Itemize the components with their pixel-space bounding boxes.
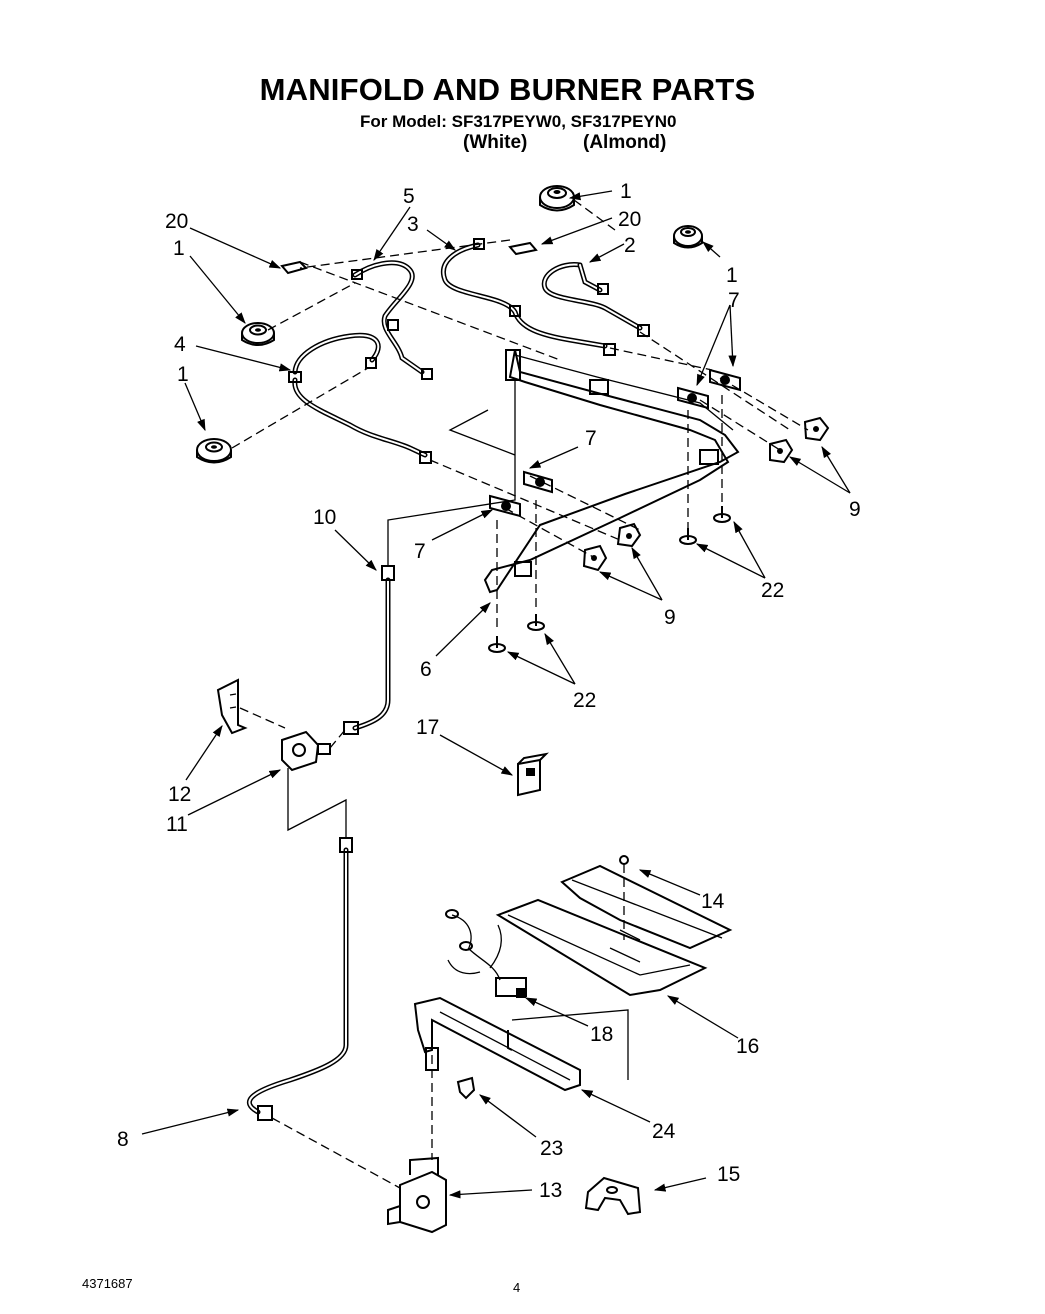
pressure-regulator-11 — [281, 730, 331, 772]
callout-1: 1 — [173, 237, 185, 260]
surface-burner-rear-center — [539, 185, 575, 212]
oven-burner-shield-16 — [495, 898, 708, 997]
surface-burner-left-rear — [241, 322, 275, 346]
bracket-clip-23 — [456, 1076, 476, 1100]
callout-14: 14 — [701, 890, 725, 913]
callout-7: 7 — [728, 289, 740, 312]
color-almond-label: (Almond) — [583, 132, 667, 153]
callout-9: 9 — [664, 606, 676, 629]
leader-lines — [141, 190, 851, 1199]
callout-17: 17 — [416, 716, 439, 739]
regulator-bracket-12 — [216, 678, 248, 735]
screw-22b — [527, 614, 545, 631]
orifice-holder-9a — [803, 416, 830, 442]
callout-24: 24 — [652, 1120, 676, 1143]
callout-6: 6 — [420, 658, 432, 681]
burner-tube-5 — [351, 260, 433, 380]
bake-burner-24 — [413, 996, 581, 1092]
document-number: 4371687 — [82, 1276, 133, 1291]
gas-tube-8 — [246, 837, 353, 1121]
callout-15: 15 — [717, 1163, 740, 1186]
page-number: 4 — [513, 1280, 521, 1295]
burner-bracket-left — [280, 260, 308, 275]
callout-12: 12 — [168, 783, 191, 806]
burner-tube-4 — [288, 332, 432, 464]
callout-11: 11 — [166, 813, 188, 836]
callout-16: 16 — [736, 1035, 759, 1058]
terminal-block-17 — [517, 752, 549, 797]
orifice-spud-7b — [677, 386, 709, 410]
callout-1: 1 — [726, 264, 738, 287]
model-line: For Model: SF317PEYW0, SF317PEYN0 — [360, 112, 677, 131]
screw-22c — [679, 528, 697, 545]
burner-tube-3 — [440, 238, 616, 356]
callout-23: 23 — [540, 1137, 563, 1160]
burner-baffle-14 — [560, 855, 733, 950]
callout-4: 4 — [174, 333, 186, 356]
callout-20: 20 — [165, 210, 188, 233]
burner-bracket-right — [508, 241, 538, 256]
oven-igniter-18 — [445, 909, 527, 998]
burner-bracket-15 — [584, 1176, 642, 1216]
surface-burner-left-front — [196, 438, 232, 464]
callout-22: 22 — [573, 689, 596, 712]
manifold-pipe — [483, 349, 740, 594]
screw-22d — [713, 506, 731, 523]
burner-tube-2 — [541, 262, 650, 337]
screw-22a — [488, 636, 506, 653]
orifice-spud-7a — [709, 368, 741, 392]
callout-8: 8 — [117, 1128, 129, 1151]
gas-tube-10 — [343, 565, 395, 735]
callout-2: 2 — [624, 234, 636, 257]
color-white-label: (White) — [463, 132, 528, 153]
callout-13: 13 — [539, 1179, 562, 1202]
surface-burner-right-rear — [673, 225, 703, 249]
orifice-holder-9c — [616, 522, 642, 548]
callout-1: 1 — [177, 363, 189, 386]
orifice-holder-9d — [582, 544, 608, 572]
callout-9: 9 — [849, 498, 861, 521]
callout-7: 7 — [414, 540, 426, 563]
callout-18: 18 — [590, 1023, 613, 1046]
callout-3: 3 — [407, 213, 419, 236]
orifice-holder-9b — [769, 438, 794, 464]
callout-5: 5 — [403, 185, 415, 208]
callout-10: 10 — [313, 506, 336, 529]
callout-22: 22 — [761, 579, 784, 602]
callout-labels: 1 20 2 1 3 5 20 1 4 1 7 9 7 7 9 22 22 6 … — [117, 180, 861, 1202]
page-title: MANIFOLD AND BURNER PARTS — [259, 72, 756, 107]
callout-1: 1 — [620, 180, 632, 203]
oven-safety-valve-13 — [387, 1156, 447, 1234]
callout-7: 7 — [585, 427, 597, 450]
orifice-spud-7c — [523, 470, 553, 494]
callout-20: 20 — [618, 208, 641, 231]
